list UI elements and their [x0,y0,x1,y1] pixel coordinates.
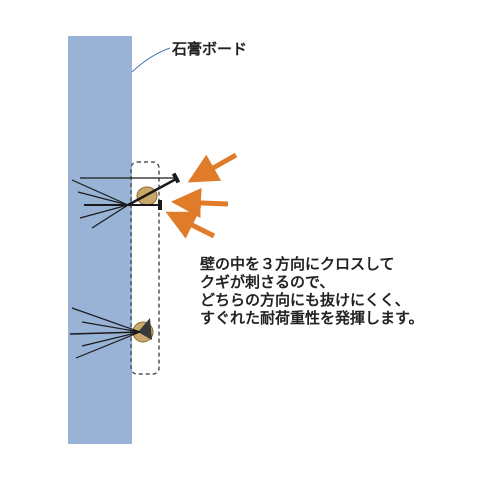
description-line-3: どちらの方向にも抜けにくく、 [200,291,410,309]
description-line-4: すぐれた耐荷重性を発揮します。 [200,309,424,327]
arrow-lower [165,211,216,239]
description-line-2: クギが刺さるので、 [200,273,334,291]
upper-nails [71,172,181,229]
arrow-middle [171,187,229,218]
hanger-outline [130,161,160,375]
description-line-1: 壁の中を３方向にクロスして [200,255,395,273]
label-pointer-line [131,47,171,73]
wall-label: 石膏ボード [171,40,247,58]
arrow-upper [187,152,238,183]
gypsum-board [68,36,132,444]
lower-nails [69,307,152,359]
